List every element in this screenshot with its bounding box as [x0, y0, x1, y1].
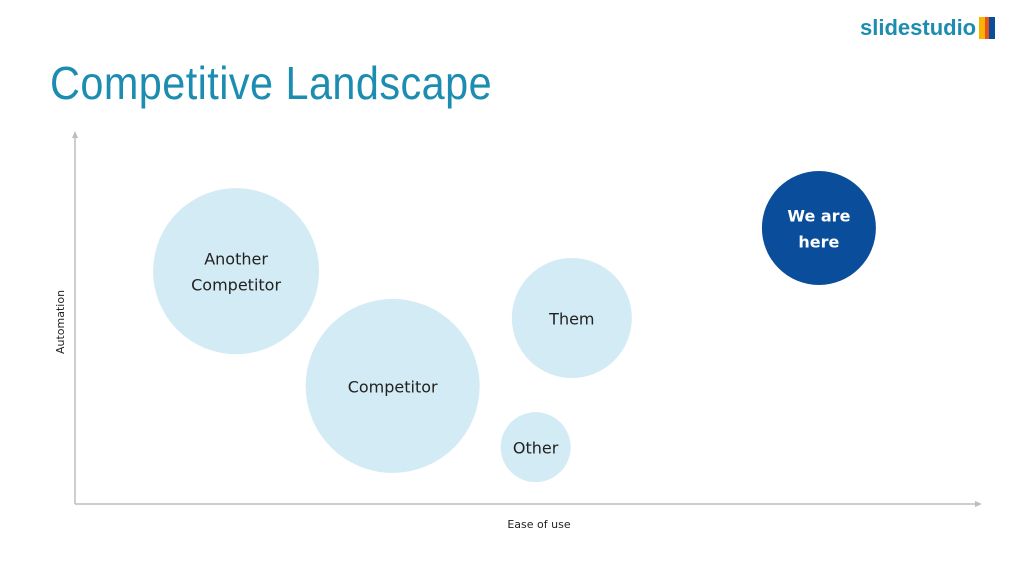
bubble-label: Other — [513, 439, 559, 458]
y-axis-arrow — [72, 131, 78, 138]
bubble-them — [511, 258, 632, 379]
bubble-label: We are — [787, 206, 850, 225]
bubble-another-competitor — [153, 188, 320, 355]
logo-bars-icon — [979, 17, 996, 39]
bubble-label: Another — [204, 250, 268, 269]
bubble-other — [500, 412, 571, 483]
x-axis-label: Ease of use — [507, 518, 570, 531]
slidestudio-logo: slidestudio — [860, 15, 996, 41]
bubble-label: Competitor — [348, 377, 438, 396]
y-axis-label: Automation — [54, 290, 67, 354]
bubble-we-are-here — [761, 170, 876, 285]
bubble-label: Them — [548, 310, 594, 329]
logo-text: slidestudio — [860, 15, 977, 40]
bubble-label: Competitor — [191, 276, 281, 295]
x-axis-arrow — [975, 501, 982, 507]
bubble-label: here — [798, 232, 839, 251]
bubble-competitor — [305, 298, 480, 473]
slide-title: Competitive Landscape — [50, 57, 493, 109]
